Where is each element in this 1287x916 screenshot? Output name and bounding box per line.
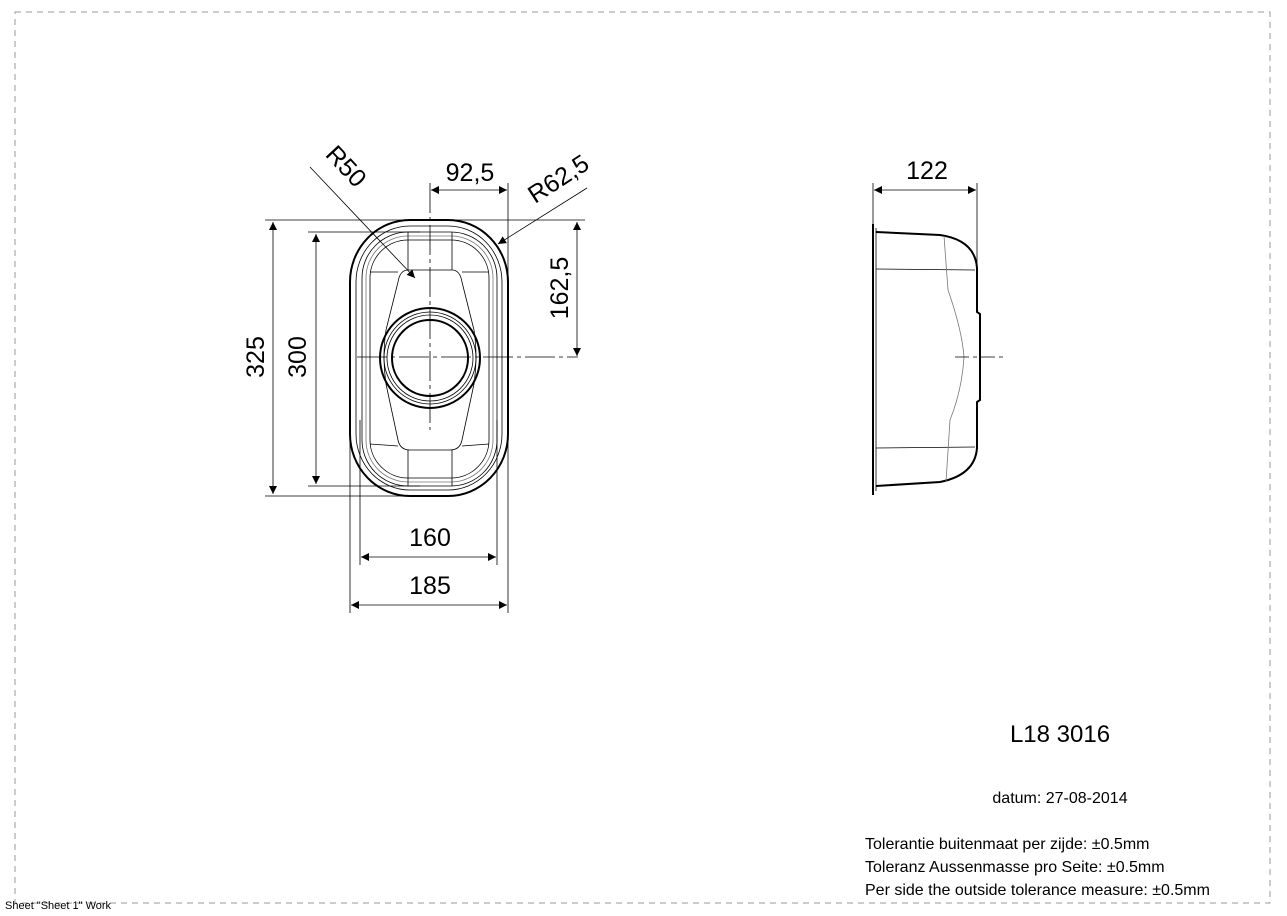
top-view: 325 300 162,5 92,5 160 185 R50 R62,5 [242,140,594,613]
bowl-bottom-shape [383,269,477,451]
dim-inner-width: 160 [409,524,451,552]
dim-drain-offset: 162,5 [546,257,574,320]
tolerance-en: Per side the outside tolerance measure: … [865,882,1210,899]
dim-inner-length: 300 [284,336,312,378]
sink-rim-line [355,225,503,491]
dim-depth: 122 [906,157,948,185]
dim-radius-inner: R50 [320,140,372,193]
side-bowl-outline [875,231,981,487]
sheet-border [14,11,1271,904]
product-code: L18 3016 [1010,721,1110,748]
dim-half-width: 92,5 [446,159,495,187]
tolerance-nl: Tolerantie buitenmaat per zijde: ±0.5mm [865,836,1149,853]
tolerance-de: Toleranz Aussenmasse pro Seite: ±0.5mm [865,859,1165,876]
sink-bowl-edge [361,231,498,487]
dim-overall-length: 325 [242,336,270,378]
side-view: 122 [872,157,1005,495]
dim-overall-width: 185 [409,572,451,600]
drawing-date: datum: 27-08-2014 [992,790,1127,807]
sheet-label: Sheet "Sheet 1" Work [5,900,112,912]
dim-radius-outer: R62,5 [523,149,594,209]
